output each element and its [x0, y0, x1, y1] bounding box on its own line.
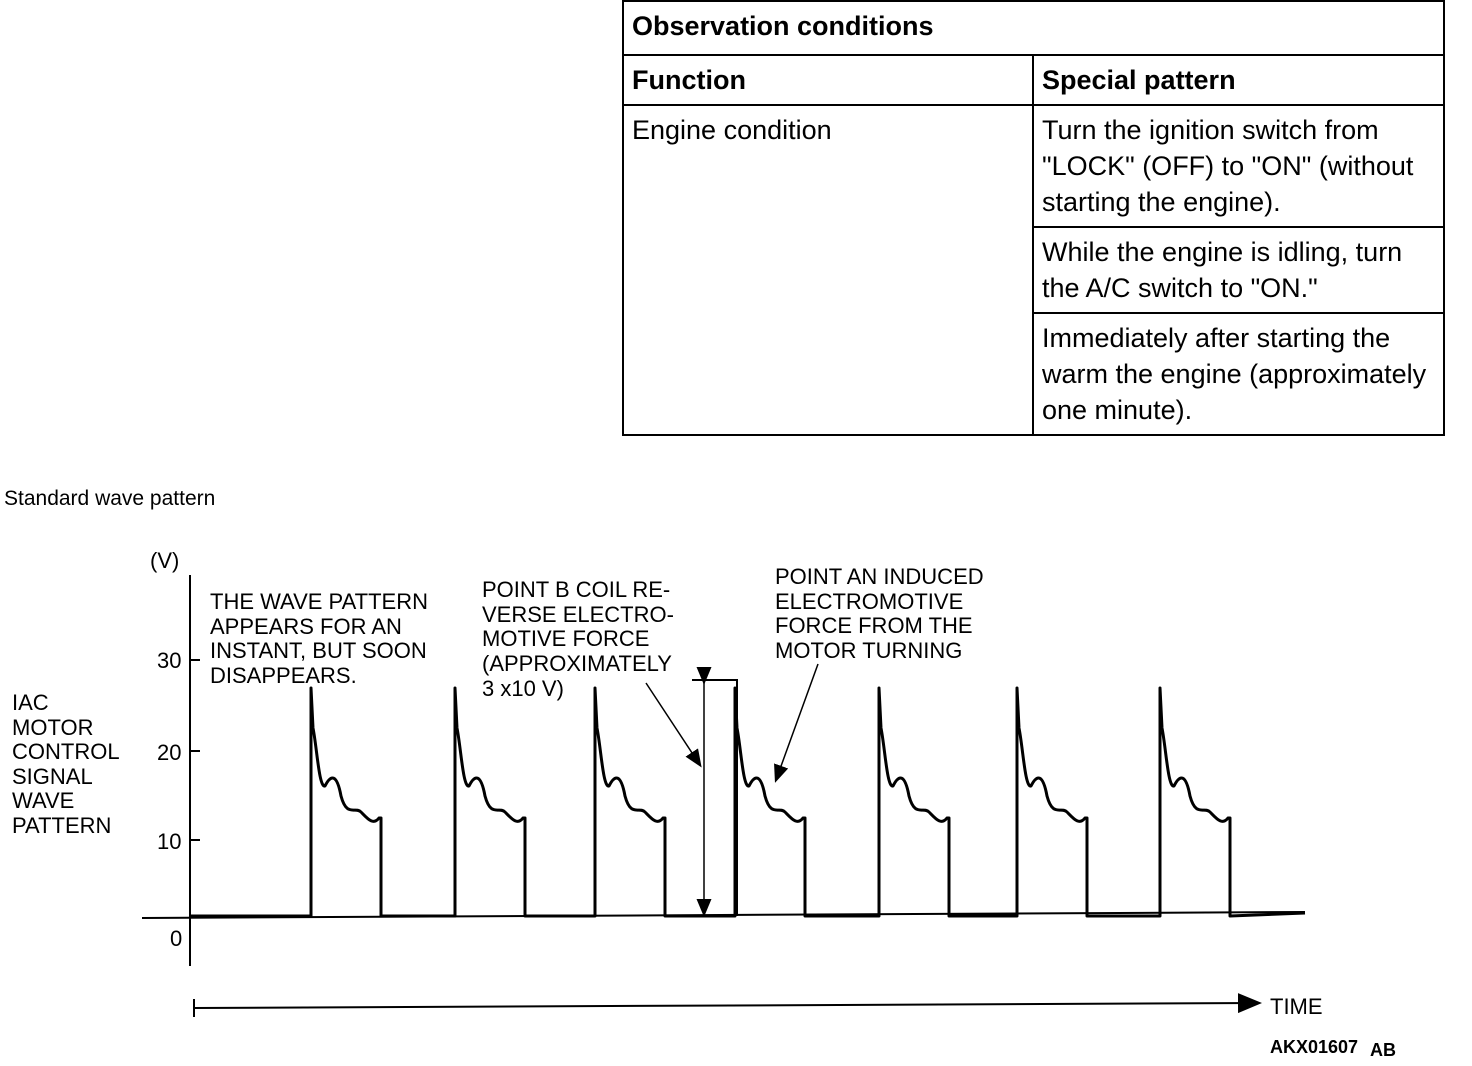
note-point-b-line-3: MOTIVE FORCE — [482, 626, 649, 651]
header-special-pattern: Special pattern — [1031, 54, 1446, 106]
y-label-line-6: PATTERN — [12, 813, 111, 838]
point-a-leader — [774, 663, 819, 783]
figure-code: AKX01607 — [1270, 1037, 1358, 1057]
note-point-a-line-4: MOTOR TURNING — [775, 638, 962, 663]
point-b-reference-bracket — [692, 679, 738, 916]
y-label-line-1: IAC — [12, 690, 49, 715]
note-point-a-line-2: ELECTROMOTIVE — [775, 589, 963, 614]
y-label-line-3: CONTROL — [12, 739, 120, 764]
y-tick-label-20: 20 — [157, 740, 181, 765]
y-label-line-5: WAVE — [12, 788, 74, 813]
figure-code-suffix: AB — [1370, 1040, 1396, 1060]
note-instant-line-2: APPEARS FOR AN — [210, 614, 402, 639]
point-b-leader — [645, 682, 702, 768]
y-tick-label-10: 10 — [157, 829, 181, 854]
time-axis-label: TIME — [1270, 994, 1323, 1019]
note-instant-line-3: INSTANT, BUT SOON — [210, 638, 427, 663]
waveform-trace — [190, 686, 1306, 918]
note-point-b-line-2: VERSE ELECTRO- — [482, 602, 674, 627]
waveform — [190, 679, 1306, 918]
observation-table: Observation conditions Function Special … — [621, 0, 1446, 436]
function-engine-condition: Engine condition — [622, 104, 1034, 436]
pattern-ignition: Turn the ignition switch from "LOCK" (OF… — [1031, 104, 1446, 228]
time-axis-arrow — [193, 993, 1262, 1014]
note-instant-line-1: THE WAVE PATTERN — [210, 589, 428, 614]
note-point-b-line-5: 3 x10 V) — [482, 676, 564, 701]
y-tick-label-0: 0 — [170, 926, 182, 951]
note-point-a-line-1: POINT AN INDUCED — [775, 564, 984, 589]
pattern-warm-engine: Immediately after starting the warm the … — [1031, 312, 1446, 436]
header-function: Function — [622, 54, 1034, 106]
note-instant-line-4: DISAPPEARS. — [210, 663, 357, 688]
table-title: Observation conditions — [621, 0, 1446, 56]
y-tick-label-30: 30 — [157, 648, 181, 673]
y-label-line-2: MOTOR — [12, 715, 93, 740]
note-point-b-line-4: (APPROXIMATELY — [482, 651, 672, 676]
note-point-a-line-3: FORCE FROM THE — [775, 613, 973, 638]
y-unit-label: (V) — [150, 548, 179, 573]
wave-pattern-title: Standard wave pattern — [4, 487, 216, 510]
note-point-b-line-1: POINT B COIL RE- — [482, 577, 670, 602]
pattern-ac-switch: While the engine is idling, turn the A/C… — [1031, 226, 1446, 314]
y-label-line-4: SIGNAL — [12, 764, 93, 789]
